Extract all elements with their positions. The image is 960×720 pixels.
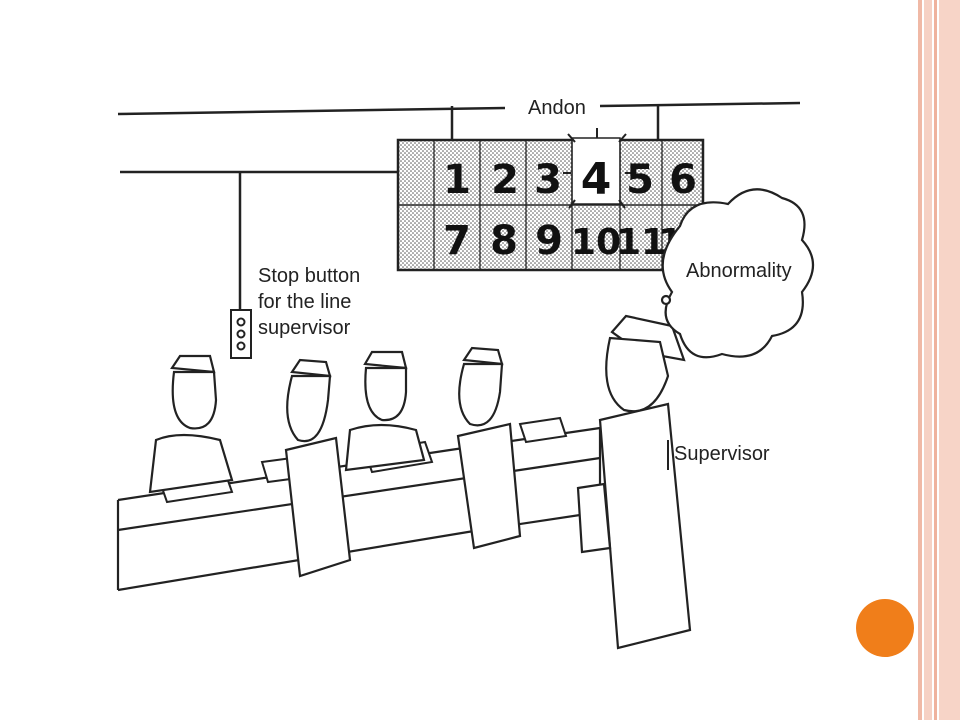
border-stripe xyxy=(934,0,937,720)
worker-figure xyxy=(284,358,352,578)
worker-figure xyxy=(148,354,234,494)
flash-rays xyxy=(563,128,633,209)
andon-number: 7 xyxy=(443,218,471,264)
andon-board: 1 2 3 4 5 6 7 8 9 10 11 12 xyxy=(396,128,708,272)
border-stripe xyxy=(918,0,922,720)
thought-bubble xyxy=(660,188,815,359)
andon-number: 10 xyxy=(571,222,621,263)
supervisor-figure xyxy=(576,314,692,650)
andon-number: 6 xyxy=(669,157,697,203)
andon-number: 1 xyxy=(443,157,471,203)
abnormality-label: Abnormality xyxy=(686,260,792,282)
supervisor-label: Supervisor xyxy=(674,443,770,465)
andon-number: 8 xyxy=(490,218,518,264)
border-stripe xyxy=(939,0,960,720)
stop-button-label: supervisor xyxy=(258,317,351,339)
stop-button-label: for the line xyxy=(258,291,351,313)
accent-dot xyxy=(856,599,914,657)
border-stripe xyxy=(924,0,932,720)
andon-number: 2 xyxy=(491,157,519,203)
worker-figure xyxy=(456,346,522,550)
andon-number: 3 xyxy=(534,157,562,203)
stop-button-label: Stop button xyxy=(258,265,360,287)
andon-number: 11 xyxy=(616,222,666,263)
worker-figure xyxy=(344,350,426,472)
andon-number: 9 xyxy=(535,218,563,264)
andon-number: 5 xyxy=(626,157,654,203)
ceiling-rail xyxy=(117,101,801,310)
andon-number-highlighted: 4 xyxy=(581,154,612,205)
stop-button-box xyxy=(230,309,252,359)
andon-label: Andon xyxy=(528,97,586,119)
